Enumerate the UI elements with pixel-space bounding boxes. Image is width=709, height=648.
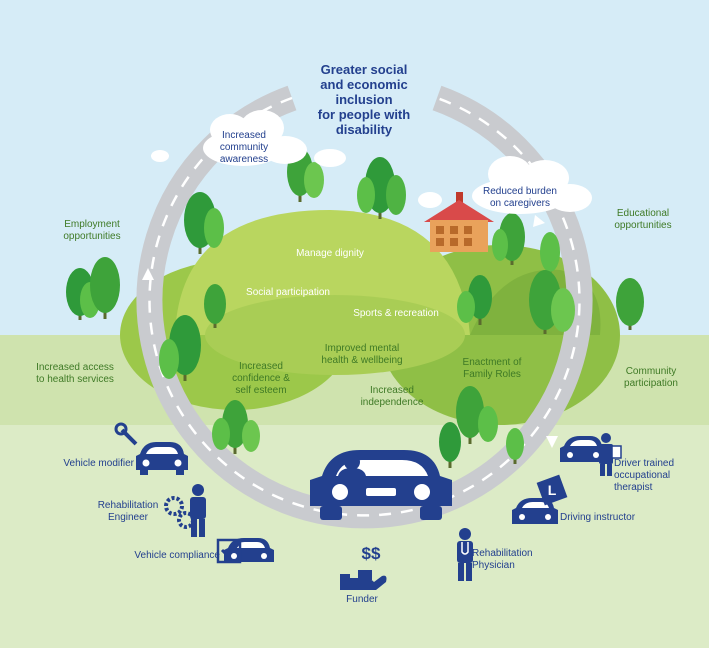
outcome-family-roles: Enactment of Family Roles [462, 357, 522, 380]
diagram-title: Greater social and economic inclusion fo… [317, 62, 411, 137]
trees [66, 148, 644, 468]
road-arrow-right [546, 436, 558, 448]
tree [456, 386, 498, 444]
house [424, 192, 494, 252]
stakeholder-rehab-engineer: Rehabilitation Engineer [97, 500, 159, 523]
tree [184, 192, 224, 254]
rehab-physician-icon [457, 528, 473, 581]
tree [66, 268, 100, 320]
tree [457, 275, 492, 325]
dollar-icon: $$ [361, 544, 381, 563]
driving-instructor-icon [512, 474, 568, 524]
tree [529, 270, 575, 334]
stakeholder-rehab-physician: Rehabilitation Physician [472, 548, 533, 571]
tree [506, 428, 524, 464]
stakeholder-driver-trained-ot: Driver trained occupational therapist [614, 458, 675, 493]
cloud-label-community-awareness: Increased community awareness [219, 130, 269, 165]
tree [540, 232, 560, 276]
rehab-engineer-icon [164, 484, 206, 537]
outcome-sports-recreation: Sports & recreation [353, 308, 439, 319]
central-car-icon [310, 450, 452, 520]
tree [90, 257, 120, 319]
tree [439, 422, 461, 468]
stakeholder-vehicle-modifier: Vehicle modifier [63, 458, 134, 469]
outcome-mental-health: Improved mental health & wellbeing [321, 343, 403, 366]
l-plate-icon: L [547, 482, 557, 498]
tree [492, 213, 525, 265]
outcome-educational: Educational opportunities [614, 208, 672, 231]
funder-icon [340, 570, 387, 590]
cloud-community [151, 110, 346, 167]
outcome-manage-dignity: Manage dignity [296, 248, 364, 259]
outcome-independence: Increased independence [360, 385, 424, 408]
outcome-employment: Employment opportunities [63, 219, 121, 242]
vehicle-compliance-icon [216, 538, 274, 564]
road-ring [136, 85, 593, 529]
tree [204, 284, 226, 328]
road-arrow-left [142, 268, 154, 280]
road-arrow-upper [533, 215, 545, 227]
cloud-caregivers [418, 156, 592, 214]
tree [616, 278, 644, 330]
driver-trained-ot-icon [560, 433, 622, 476]
tree [159, 315, 201, 381]
outcome-social-participation: Social participation [246, 287, 330, 298]
outcome-community-participation: Community participation [624, 366, 678, 389]
stakeholder-vehicle-compliance: Vehicle compliance [134, 550, 220, 561]
outcome-confidence: Increased confidence & self esteem [232, 361, 290, 396]
stakeholder-funder: Funder [346, 594, 378, 605]
vehicle-modifier-icon [114, 422, 188, 475]
cloud-label-caregivers: Reduced burden on caregivers [483, 186, 557, 209]
stakeholder-driving-instructor: Driving instructor [560, 512, 636, 523]
outcome-health-services: Increased access to health services [36, 362, 114, 385]
tree [357, 157, 406, 219]
tree [212, 400, 260, 454]
